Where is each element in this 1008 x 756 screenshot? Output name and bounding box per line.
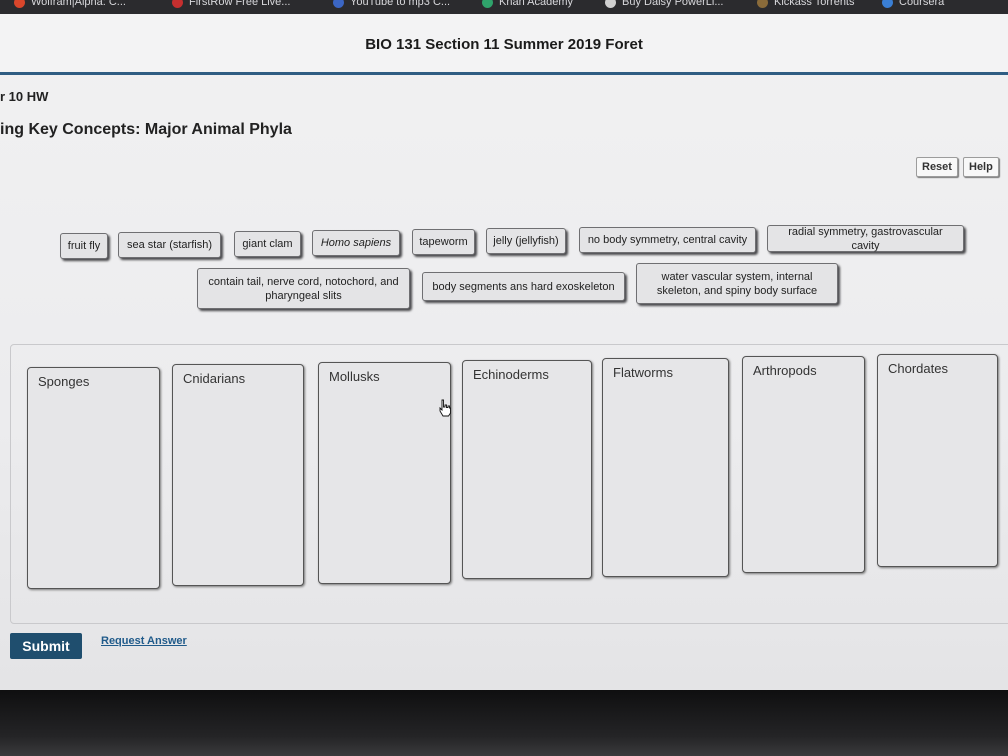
wolfram-icon — [14, 0, 25, 8]
youtube-mp3-icon — [333, 0, 344, 8]
bin-label: Arthropods — [753, 363, 817, 378]
bookmark-coursera[interactable]: Coursera — [882, 0, 944, 8]
bookmark-wolfram[interactable]: Wolfram|Alpha: C... — [14, 0, 126, 8]
chip-water-vascular[interactable]: water vascular system, internal skeleton… — [636, 263, 838, 304]
bin-label: Echinoderms — [473, 367, 549, 382]
bookmark-youtube-mp3[interactable]: YouTube to mp3 C... — [333, 0, 450, 8]
assignment-title: r 10 HW — [0, 89, 49, 104]
bin-label: Chordates — [888, 361, 948, 376]
bookmark-label: Kickass Torrents — [774, 0, 855, 8]
bookmarks-bar: Wolfram|Alpha: C... FirstRow Free Live..… — [0, 0, 1008, 14]
firstrow-icon — [172, 0, 183, 8]
kickass-icon — [757, 0, 768, 8]
bookmark-label: Coursera — [899, 0, 945, 8]
chip-tapeworm[interactable]: tapeworm — [412, 229, 475, 255]
bookmark-kickass[interactable]: Kickass Torrents — [757, 0, 855, 8]
part-title: ing Key Concepts: Major Animal Phyla — [0, 121, 292, 138]
bookmark-label: YouTube to mp3 C... — [350, 0, 451, 8]
course-header: BIO 131 Section 11 Summer 2019 Foret — [0, 14, 1008, 75]
bin-label: Sponges — [38, 374, 90, 389]
page-content: BIO 131 Section 11 Summer 2019 Foret r 1… — [0, 14, 1008, 690]
hand-cursor-icon — [439, 399, 451, 417]
bin-label: Flatworms — [613, 365, 673, 380]
bookmark-label: Khan Academy — [499, 0, 573, 8]
coursera-icon — [882, 0, 893, 8]
bookmark-label: Wolfram|Alpha: C... — [31, 0, 126, 8]
submit-button[interactable]: Submit — [10, 633, 82, 659]
bookmark-label: FirstRow Free Live... — [189, 0, 291, 8]
bin-chordates[interactable]: Chordates — [877, 354, 998, 567]
request-answer-link[interactable]: Request Answer — [101, 635, 187, 647]
bin-label: Mollusks — [329, 369, 380, 384]
bin-mollusks[interactable]: Mollusks — [318, 362, 451, 584]
chip-radial-symmetry[interactable]: radial symmetry, gastrovascular cavity — [767, 225, 964, 252]
bin-label: Cnidarians — [183, 371, 246, 386]
drop-zone-panel — [10, 344, 1008, 624]
chip-giant-clam[interactable]: giant clam — [234, 231, 301, 257]
chip-no-body-symmetry[interactable]: no body symmetry, central cavity — [579, 227, 756, 253]
bookmark-label: Buy Daisy PowerLi... — [622, 0, 724, 8]
daisy-icon — [605, 0, 616, 8]
chip-jelly[interactable]: jelly (jellyfish) — [486, 228, 566, 254]
bin-arthropods[interactable]: Arthropods — [742, 356, 865, 573]
reset-button[interactable]: Reset — [916, 157, 958, 177]
bin-flatworms[interactable]: Flatworms — [602, 358, 729, 577]
bin-echinoderms[interactable]: Echinoderms — [462, 360, 592, 579]
chip-homo-sapiens[interactable]: Homo sapiens — [312, 230, 400, 256]
bookmark-daisy[interactable]: Buy Daisy PowerLi... — [605, 0, 723, 8]
bookmark-firstrow[interactable]: FirstRow Free Live... — [172, 0, 290, 8]
chip-contain-tail[interactable]: contain tail, nerve cord, notochord, and… — [197, 268, 410, 309]
chip-fruit-fly[interactable]: fruit fly — [60, 233, 108, 259]
chip-body-segments[interactable]: body segments ans hard exoskeleton — [422, 272, 625, 301]
bin-sponges[interactable]: Sponges — [27, 367, 160, 589]
course-title: BIO 131 Section 11 Summer 2019 Foret — [365, 36, 643, 53]
bin-cnidarians[interactable]: Cnidarians — [172, 364, 304, 586]
bookmark-khan-academy[interactable]: Khan Academy — [482, 0, 573, 8]
khan-academy-icon — [482, 0, 493, 8]
monitor-bezel — [0, 690, 1008, 756]
help-button[interactable]: Help — [963, 157, 999, 177]
chip-sea-star[interactable]: sea star (starfish) — [118, 232, 221, 258]
